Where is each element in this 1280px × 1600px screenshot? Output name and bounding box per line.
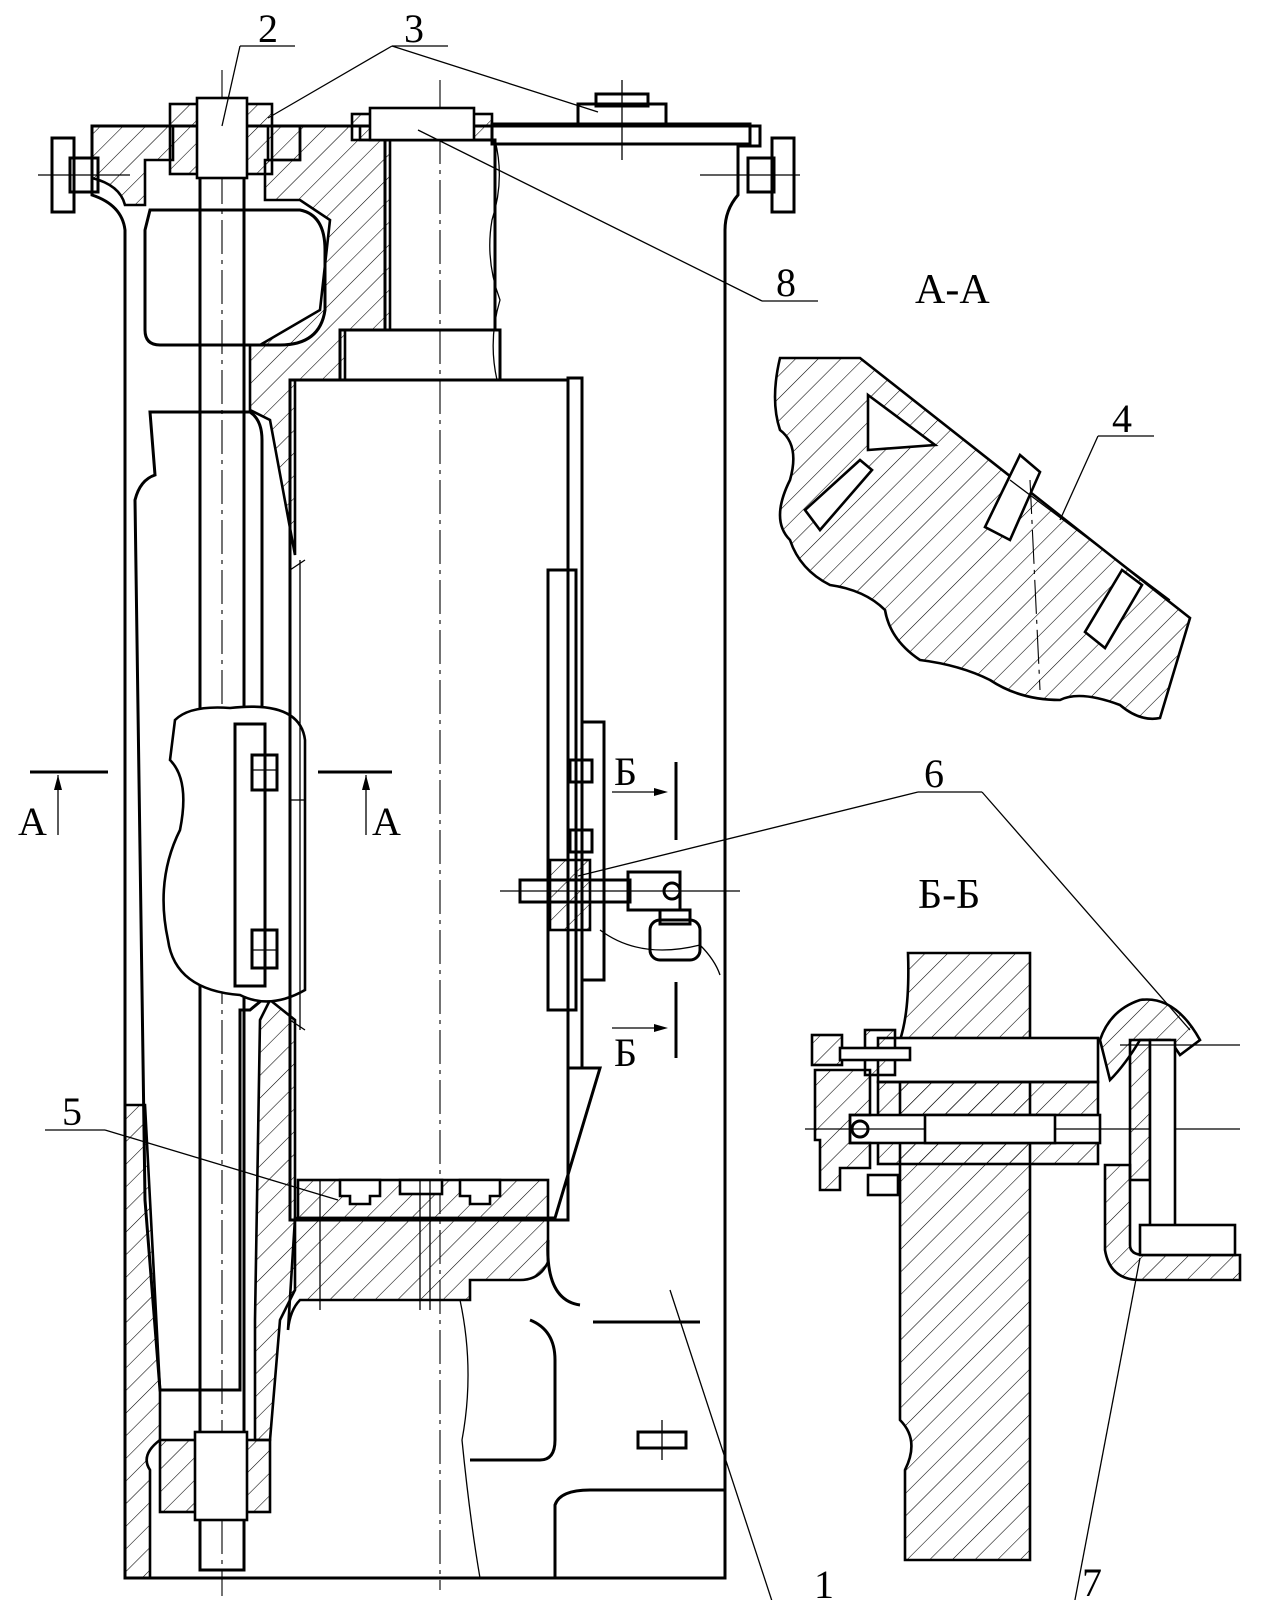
callout-3: 3 (404, 6, 424, 51)
top-flange-left (90, 124, 175, 207)
callout-6: 6 (924, 751, 944, 796)
left-wall-hatch (123, 1103, 162, 1580)
section-bb-marker-top: Б (614, 749, 637, 794)
right-handle (700, 136, 800, 214)
left-handle (38, 136, 130, 214)
section-bb-title: Б-Б (918, 872, 980, 918)
callout-4: 4 (1112, 396, 1132, 441)
housing-outline (90, 124, 762, 1580)
callout-1: 1 (814, 1562, 834, 1600)
guide-key (233, 722, 267, 988)
section-bb-marker-bottom: Б (614, 1030, 637, 1075)
section-aa-view (773, 356, 1192, 720)
callout-2: 2 (258, 6, 278, 51)
central-web-hatch (248, 124, 392, 556)
main-view (30, 70, 800, 1596)
section-aa-marker-right: А (372, 799, 401, 844)
callout-8: 8 (776, 260, 796, 305)
base-block (286, 1216, 550, 1331)
callout-5: 5 (62, 1089, 82, 1134)
section-aa-marker-left: А (18, 799, 47, 844)
callout-7: 7 (1082, 1560, 1102, 1600)
section-aa-title: А-А (915, 267, 990, 313)
section-bb-view (805, 951, 1242, 1562)
leader-lines (45, 45, 1191, 1600)
